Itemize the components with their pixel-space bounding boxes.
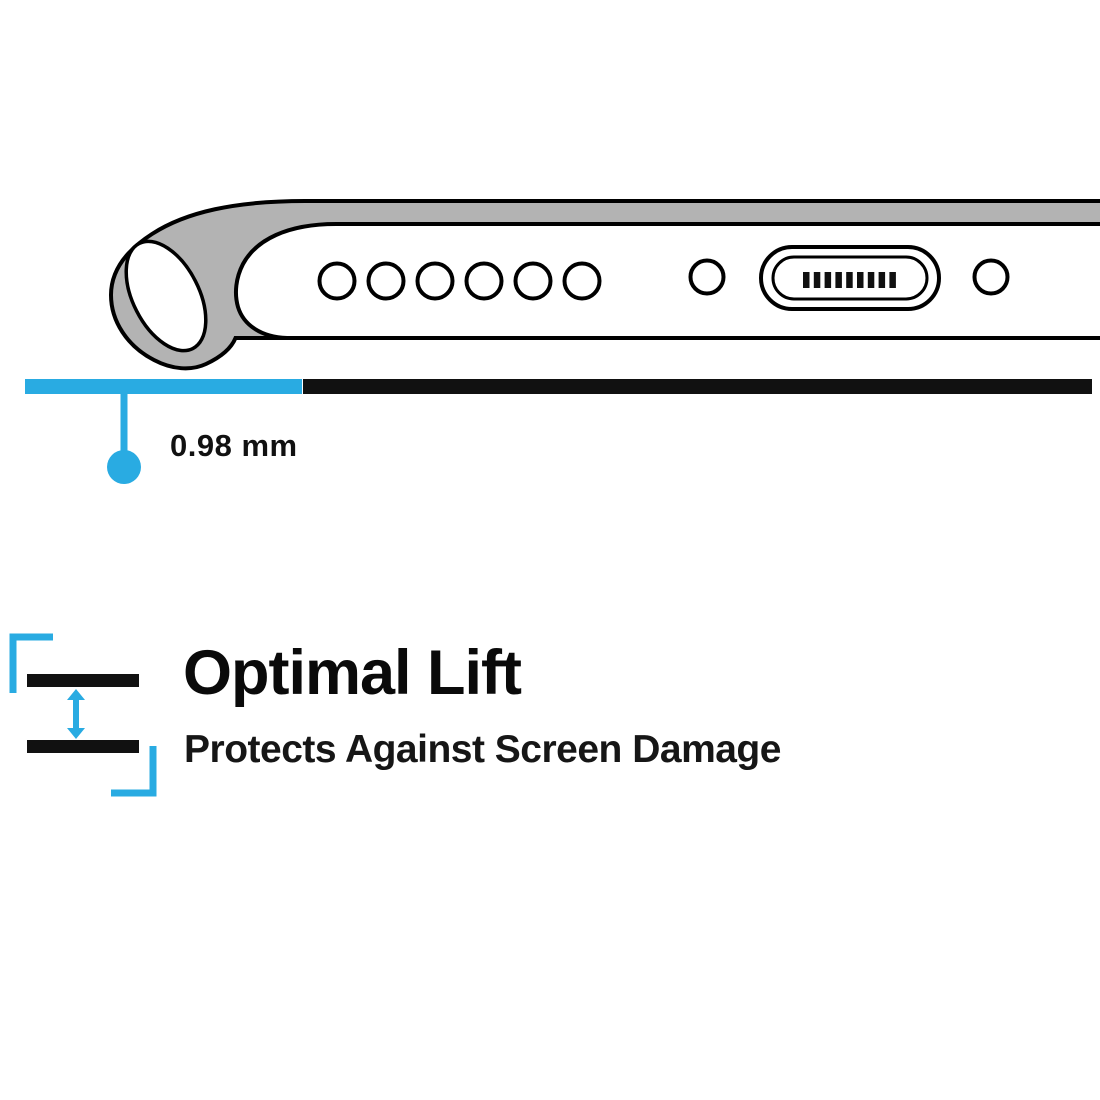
speaker-hole: [366, 261, 406, 301]
speaker-hole: [513, 261, 553, 301]
double-arrow-icon: [67, 689, 85, 739]
lift-gap-bar: [25, 379, 302, 394]
icon-lower-bar: [27, 740, 139, 753]
charging-port: [759, 245, 941, 311]
measurement-label: 0.98 mm: [170, 428, 298, 463]
speaker-hole: [317, 261, 357, 301]
feature-title: Optimal Lift: [183, 638, 522, 708]
speaker-holes: [317, 261, 602, 301]
port-pins: [803, 272, 896, 288]
speaker-hole: [415, 261, 455, 301]
screw-hole-right: [972, 258, 1010, 296]
phone-case-illustration: [108, 199, 1100, 371]
phone-bottom-face: [233, 222, 1100, 340]
icon-upper-bar: [27, 674, 139, 687]
speaker-hole: [562, 261, 602, 301]
measurement-dot: [107, 450, 141, 484]
screw-hole-left: [688, 258, 726, 296]
feature-subtitle: Protects Against Screen Damage: [184, 728, 781, 771]
speaker-hole: [464, 261, 504, 301]
icon-bottom-bracket: [111, 746, 157, 797]
case-inner-lip: [124, 239, 208, 353]
measurement-leader-line: [120, 394, 128, 458]
surface-bar: [303, 379, 1092, 394]
icon-top-bracket: [9, 633, 53, 693]
lift-spacing-icon: [9, 633, 157, 797]
lift-measurement: [25, 379, 1092, 484]
